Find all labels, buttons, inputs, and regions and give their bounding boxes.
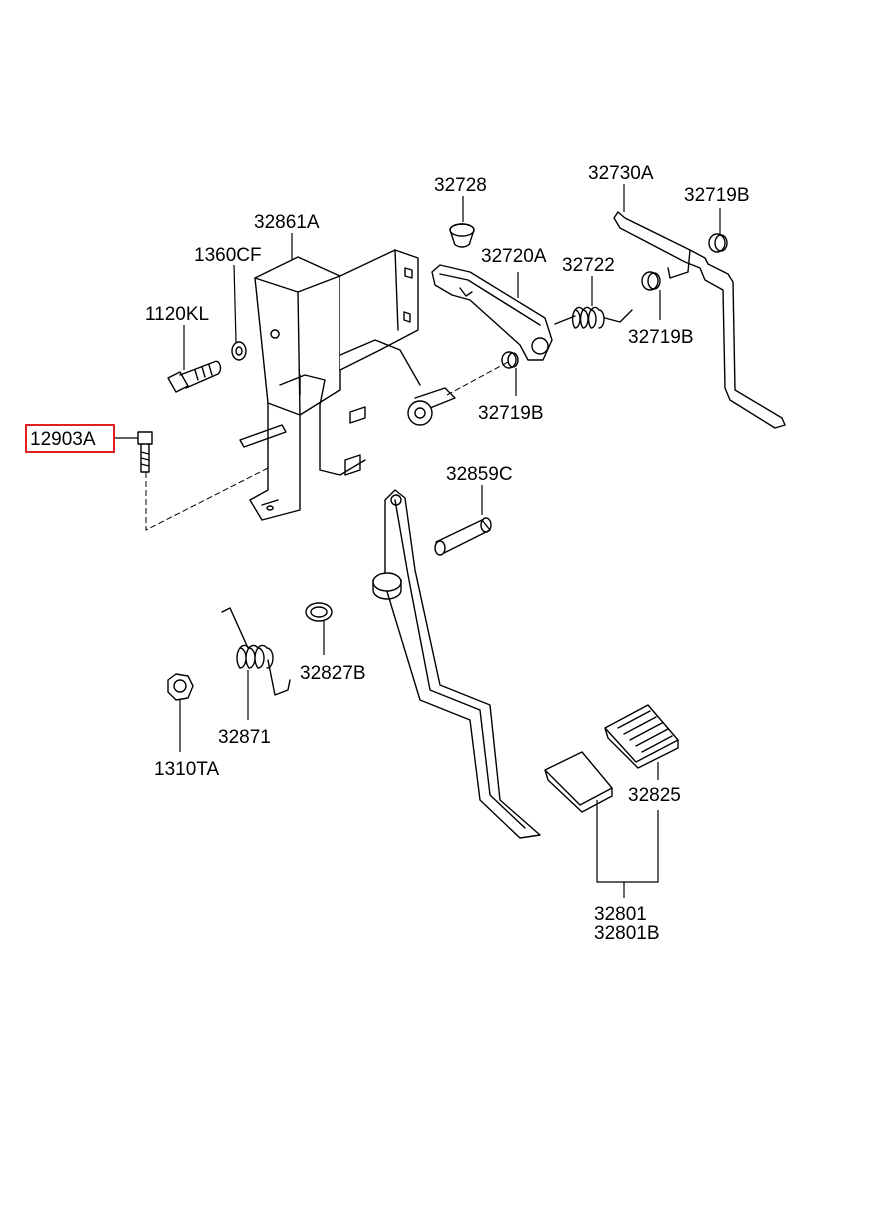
- pad-32825: [604, 704, 679, 769]
- label-1360CF[interactable]: 1360CF: [194, 245, 262, 266]
- label-32825[interactable]: 32825: [628, 785, 681, 806]
- label-32720A[interactable]: 32720A: [481, 246, 547, 267]
- pivot-shaft: [407, 387, 456, 426]
- label-32719B-top[interactable]: 32719B: [684, 185, 750, 206]
- pedal-arm: [372, 489, 541, 839]
- rod-32730A: [613, 211, 786, 429]
- label-32861A[interactable]: 32861A: [254, 212, 320, 233]
- label-32728[interactable]: 32728: [434, 175, 487, 196]
- highlight-box-12903A: [25, 424, 115, 453]
- nut-1310TA: [167, 673, 194, 701]
- lever-32720A: [431, 264, 553, 361]
- washer-1360CF: [231, 341, 247, 361]
- cap-32728: [449, 223, 475, 248]
- label-32827B[interactable]: 32827B: [300, 663, 366, 684]
- bushing-32719B-low: [501, 351, 519, 369]
- label-1310TA[interactable]: 1310TA: [154, 759, 219, 780]
- pin-32859C: [434, 517, 492, 556]
- label-32801B[interactable]: 32801B: [594, 923, 660, 944]
- bushing-32827B: [305, 602, 333, 622]
- label-32871[interactable]: 32871: [218, 727, 271, 748]
- spring-32722: [554, 306, 633, 329]
- label-32722[interactable]: 32722: [562, 255, 615, 276]
- label-32730A[interactable]: 32730A: [588, 163, 654, 184]
- leader-lines: [115, 184, 721, 898]
- bolt-12903A: [137, 431, 153, 473]
- pad-32801: [544, 751, 613, 813]
- label-32719B-mid[interactable]: 32719B: [628, 327, 694, 348]
- label-32719B-low[interactable]: 32719B: [478, 403, 544, 424]
- label-1120KL[interactable]: 1120KL: [145, 304, 209, 325]
- label-32801[interactable]: 32801: [594, 904, 647, 925]
- label-32859C[interactable]: 32859C: [446, 464, 513, 485]
- bushing-32719B-mid: [641, 271, 661, 291]
- bolt-1120KL: [167, 360, 222, 393]
- label-12903A[interactable]: 12903A: [30, 429, 96, 450]
- bushing-32719B-top: [708, 233, 728, 253]
- spring-32871: [221, 607, 291, 696]
- part-labels: 32728 32730A 32719B 32861A 1360CF 32720A…: [30, 163, 750, 944]
- bracket-32861A: [239, 249, 421, 521]
